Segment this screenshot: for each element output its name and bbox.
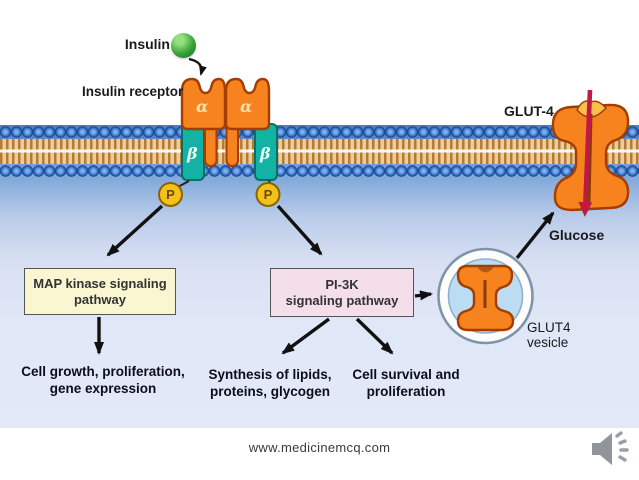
outcome-synthesis-line2: proteins, glycogen bbox=[209, 383, 331, 399]
insulin-ball-icon bbox=[171, 33, 196, 58]
outcome-cell-survival-line1: Cell survival and bbox=[352, 367, 460, 382]
beta-subunit-label-left: β bbox=[187, 144, 198, 163]
outcome-synthesis: Synthesis of lipids, proteins, glycogen bbox=[198, 367, 342, 400]
watermark-url: www.medicinemcq.com bbox=[248, 440, 391, 455]
outcome-cell-survival: Cell survival and proliferation bbox=[342, 367, 470, 400]
phosphate-label-left: P bbox=[166, 187, 175, 202]
phosphate-label-right: P bbox=[263, 187, 273, 202]
glucose-label: Glucose bbox=[549, 227, 605, 243]
outcome-cell-growth-line2: gene expression bbox=[49, 380, 157, 396]
outcome-synthesis-line1: Synthesis of lipids, bbox=[208, 367, 332, 382]
membrane-outer-lipid-heads bbox=[0, 125, 639, 139]
map-kinase-box-line2: pathway bbox=[73, 291, 126, 307]
membrane-inner-lipid-heads bbox=[0, 164, 639, 178]
glut4-vesicle-label-line1: GLUT4 bbox=[527, 320, 571, 335]
pi3k-pathway-box: PI-3K signaling pathway bbox=[270, 268, 414, 317]
pi3k-box-line1: PI-3K bbox=[325, 276, 359, 292]
map-kinase-pathway-box: MAP kinase signaling pathway bbox=[24, 268, 176, 315]
membrane-lipid-tails bbox=[0, 139, 639, 164]
alpha-subunit-label-right: α bbox=[240, 97, 253, 116]
insulin-binding-arrow bbox=[188, 57, 207, 76]
insulin-receptor-label: Insulin receptor bbox=[82, 84, 184, 99]
speaker-icon[interactable] bbox=[586, 426, 632, 472]
outcome-cell-survival-line2: proliferation bbox=[366, 383, 446, 399]
outcome-cell-growth: Cell growth, proliferation, gene express… bbox=[10, 364, 196, 397]
alpha-subunit-label-left: α bbox=[196, 97, 209, 116]
glut4-vesicle-label-line2: vesicle bbox=[527, 335, 569, 350]
outcome-cell-growth-line1: Cell growth, proliferation, bbox=[21, 364, 185, 379]
map-kinase-box-line1: MAP kinase signaling bbox=[33, 275, 167, 291]
beta-subunit-label-right: β bbox=[260, 144, 271, 163]
glut4-vesicle-label: GLUT4 vesicle bbox=[527, 320, 597, 350]
alpha-link-bar bbox=[221, 107, 233, 116]
glut4-membrane-label: GLUT-4 bbox=[504, 103, 554, 119]
insulin-label: Insulin bbox=[124, 36, 170, 52]
pi3k-box-line2: signaling pathway bbox=[285, 292, 399, 308]
alpha-link-bar bbox=[221, 95, 233, 104]
